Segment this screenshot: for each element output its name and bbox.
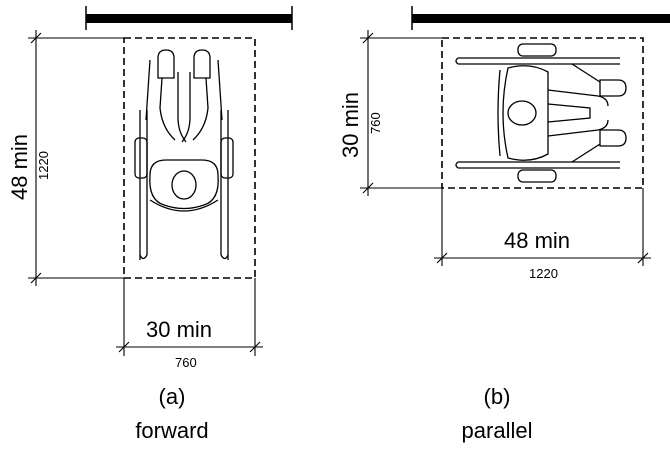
clear-space-parallel [441, 37, 644, 189]
clear-space-forward [123, 37, 256, 279]
width-metric-forward: 760 [175, 355, 197, 370]
dimension-depth-parallel [360, 30, 442, 196]
panel-parallel: 30 min 760 48 min 1220 (b) parallel [338, 6, 670, 443]
dimension-width-forward [116, 278, 263, 356]
depth-label-parallel: 30 min [338, 92, 363, 158]
wall-forward [85, 6, 293, 30]
dimension-width-parallel [434, 188, 651, 266]
depth-label-forward: 48 min [7, 134, 32, 200]
dimension-depth-forward [28, 30, 124, 286]
caption-word-forward: forward [135, 418, 208, 443]
width-label-parallel: 48 min [504, 228, 570, 253]
depth-metric-parallel: 760 [368, 112, 383, 134]
wheelchair-forward-icon [134, 49, 234, 260]
width-label-forward: 30 min [146, 317, 212, 342]
wheelchair-parallel-icon [455, 43, 627, 183]
width-metric-parallel: 1220 [529, 266, 558, 281]
wall-parallel [411, 6, 670, 30]
panel-forward: 48 min 1220 30 min 760 (a) forward [7, 6, 293, 443]
caption-letter-forward: (a) [159, 384, 186, 409]
depth-metric-forward: 1220 [36, 151, 51, 180]
caption-word-parallel: parallel [462, 418, 533, 443]
caption-letter-parallel: (b) [484, 384, 511, 409]
